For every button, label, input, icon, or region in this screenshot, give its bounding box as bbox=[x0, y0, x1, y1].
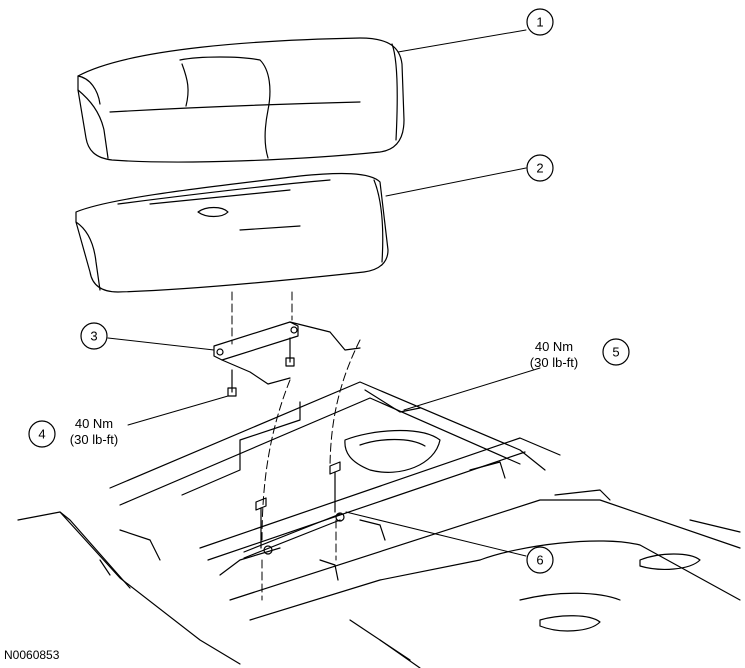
callout-5-circle bbox=[602, 338, 630, 366]
callout-2-number: 2 bbox=[536, 161, 543, 176]
seat-back-cushion bbox=[77, 37, 405, 163]
callout-1-number: 1 bbox=[536, 15, 543, 30]
floor-bolts bbox=[243, 461, 345, 559]
callout-6-circle bbox=[526, 546, 554, 574]
floor-pan bbox=[17, 381, 741, 668]
callout-4-number: 4 bbox=[38, 427, 45, 442]
callout-4-circle bbox=[28, 420, 56, 448]
callout-5-torque-nm: 40 Nm bbox=[535, 339, 573, 354]
callout-circles bbox=[28, 8, 630, 574]
figure-id: N0060853 bbox=[4, 648, 60, 662]
callout-4-torque-nm: 40 Nm bbox=[75, 416, 113, 431]
callout-2-circle bbox=[526, 154, 554, 182]
seat-bracket bbox=[213, 321, 361, 397]
callout-3-number: 3 bbox=[90, 329, 97, 344]
seat-cushion bbox=[75, 172, 389, 293]
callout-4-torque-lbft: (30 lb-ft) bbox=[70, 432, 118, 447]
callout-3-circle bbox=[80, 322, 108, 350]
alignment-lines bbox=[231, 291, 361, 601]
callout-6-number: 6 bbox=[536, 553, 543, 568]
callout-5-torque-lbft: (30 lb-ft) bbox=[530, 355, 578, 370]
callout-1-circle bbox=[526, 8, 554, 36]
callout-5-number: 5 bbox=[612, 345, 619, 360]
leader-lines bbox=[107, 29, 541, 557]
